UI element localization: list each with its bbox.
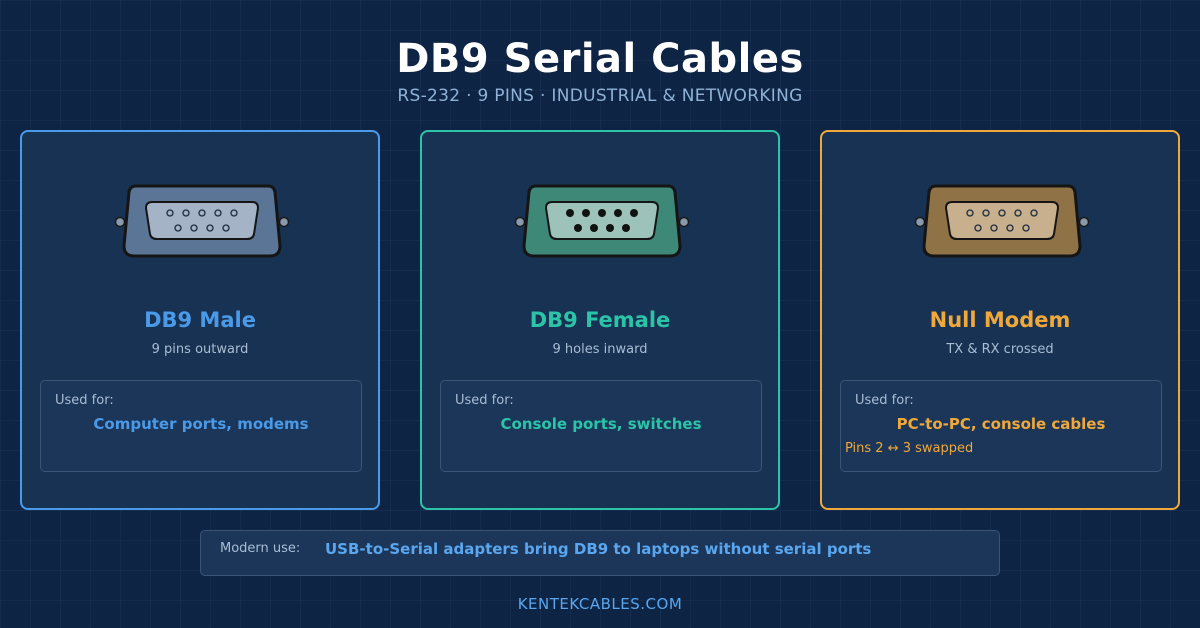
card-db9-male: DB9 Male 9 pins outward Used for: Comput… — [20, 130, 380, 510]
connector-pin — [606, 224, 614, 232]
connector-pin — [230, 209, 238, 217]
connector-face — [144, 201, 260, 240]
connector-pin — [174, 224, 182, 232]
connector-face — [944, 201, 1060, 240]
connector-pin — [590, 224, 598, 232]
pin-swap-note: Pins 2 ↔ 3 swapped — [845, 441, 974, 456]
card-name: Null Modem — [929, 308, 1071, 332]
connector-pin — [598, 209, 606, 217]
used-for-label: Used for: — [855, 393, 914, 408]
used-for-value: PC-to-PC, console cables — [896, 415, 1106, 433]
db9-female-connector-icon — [514, 184, 690, 258]
db9-male-connector-icon — [114, 184, 290, 258]
connector-pin — [614, 209, 622, 217]
modern-use-label: Modern use: — [220, 541, 301, 556]
used-for-value: Console ports, switches — [500, 415, 702, 433]
connector-pin — [630, 209, 638, 217]
connector-pin — [974, 224, 982, 232]
mounting-screw — [678, 216, 690, 228]
connector-face — [544, 201, 660, 240]
connector-pin — [982, 209, 990, 217]
mounting-screw — [1078, 216, 1090, 228]
connector-pin — [574, 224, 582, 232]
connector-pin — [1006, 224, 1014, 232]
modern-use-value: USB-to-Serial adapters bring DB9 to lapt… — [325, 540, 872, 558]
card-desc: TX & RX crossed — [946, 342, 1054, 357]
mounting-screw — [514, 216, 526, 228]
connector-pin — [182, 209, 190, 217]
card-desc: 9 holes inward — [552, 342, 648, 357]
page-subtitle: RS-232 · 9 PINS · INDUSTRIAL & NETWORKIN… — [397, 86, 803, 106]
card-desc: 9 pins outward — [151, 342, 249, 357]
connector-pin — [206, 224, 214, 232]
card-name: DB9 Female — [529, 308, 671, 332]
mounting-screw — [278, 216, 290, 228]
used-for-value: Computer ports, modems — [93, 415, 309, 433]
mounting-screw — [914, 216, 926, 228]
mounting-screw — [114, 216, 126, 228]
connector-pin — [198, 209, 206, 217]
connector-pin — [990, 224, 998, 232]
connector-pin — [1022, 224, 1030, 232]
page-title: DB9 Serial Cables — [396, 36, 804, 82]
connector-pin — [622, 224, 630, 232]
used-for-box: Used for: Console ports, switches — [440, 380, 762, 472]
null-modem-connector-icon — [914, 184, 1090, 258]
modern-use-box: Modern use: USB-to-Serial adapters bring… — [200, 530, 1000, 576]
used-for-box: Used for: Computer ports, modems — [40, 380, 362, 472]
connector-pin — [190, 224, 198, 232]
card-name: DB9 Male — [144, 308, 256, 332]
connector-pin — [566, 209, 574, 217]
card-db9-female: DB9 Female 9 holes inward Used for: Cons… — [420, 130, 780, 510]
connector-pin — [222, 224, 230, 232]
connector-pin — [582, 209, 590, 217]
connector-pin — [166, 209, 174, 217]
footer-url: KENTEKCABLES.COM — [517, 595, 683, 613]
connector-pin — [214, 209, 222, 217]
used-for-label: Used for: — [55, 393, 114, 408]
used-for-box: Used for: PC-to-PC, console cables Pins … — [840, 380, 1162, 472]
connector-pin — [1014, 209, 1022, 217]
connector-pin — [1030, 209, 1038, 217]
connector-pin — [966, 209, 974, 217]
used-for-label: Used for: — [455, 393, 514, 408]
connector-pin — [998, 209, 1006, 217]
card-null-modem: Null Modem TX & RX crossed Used for: PC-… — [820, 130, 1180, 510]
